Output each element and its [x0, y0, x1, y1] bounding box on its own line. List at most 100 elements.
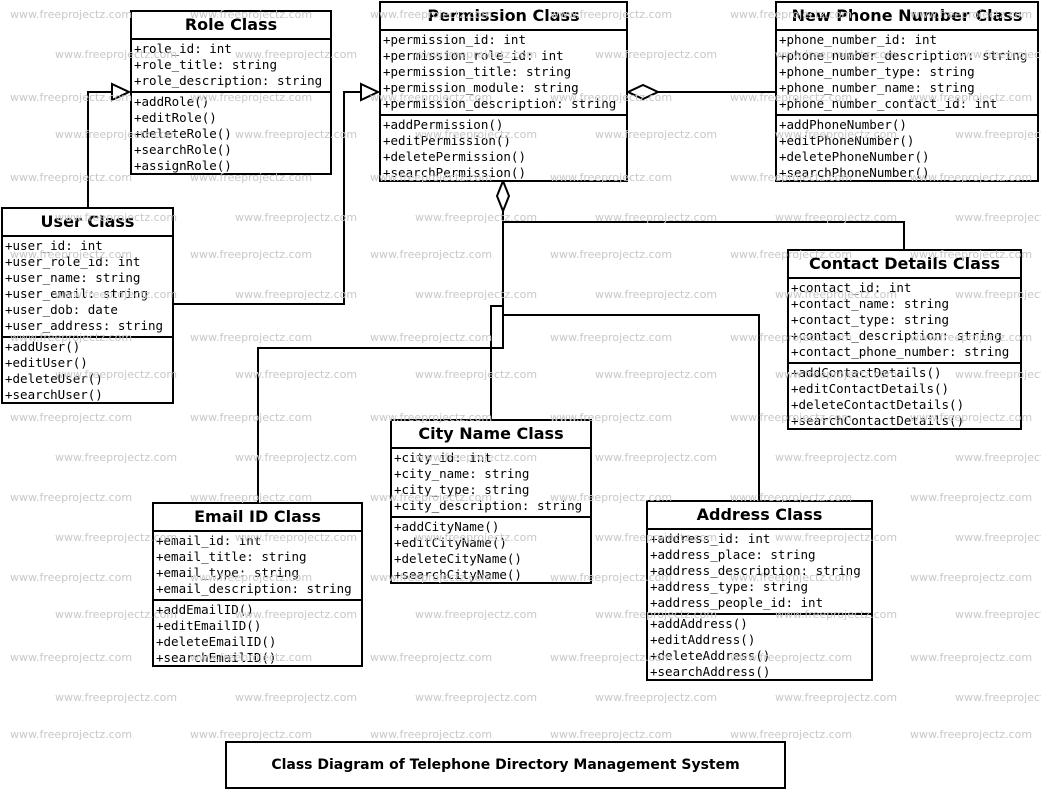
attribute: +user_email: string	[5, 286, 148, 301]
operation: +editUser()	[5, 355, 88, 370]
email-id-class-attributes: +email_id: int +email_title: string +ema…	[154, 532, 361, 599]
operation: +deleteEmailID()	[156, 634, 277, 649]
operation: +searchUser()	[5, 387, 103, 402]
connector-junction-box	[490, 305, 504, 349]
attribute: +email_type: string	[156, 565, 299, 580]
email-id-class-title: Email ID Class	[154, 504, 361, 532]
operation: +searchRole()	[134, 142, 232, 157]
operation: +deleteUser()	[5, 371, 103, 386]
operation: +addAddress()	[650, 616, 748, 631]
city-name-class-box: City Name Class +city_id: int +city_name…	[390, 419, 592, 584]
attribute: +city_id: int	[394, 450, 492, 465]
operation: +searchCityName()	[394, 567, 522, 582]
operation: +addUser()	[5, 339, 81, 354]
attribute: +user_name: string	[5, 270, 141, 285]
operation: +editPhoneNumber()	[779, 133, 915, 148]
operation: +searchContactDetails()	[791, 413, 965, 428]
address-class-operations: +addAddress() +editAddress() +deleteAddr…	[648, 613, 871, 682]
operation: +addRole()	[134, 94, 210, 109]
address-class-box: Address Class +address_id: int +address_…	[646, 500, 873, 681]
operation: +deleteRole()	[134, 126, 232, 141]
attribute: +permission_module: string	[383, 80, 579, 95]
attribute: +phone_number_name: string	[779, 80, 975, 95]
operation: +editRole()	[134, 110, 217, 125]
operation: +deleteAddress()	[650, 648, 771, 663]
generalization-arrow-role	[111, 82, 132, 102]
permission-class-title: Permission Class	[381, 3, 626, 31]
operation: +addEmailID()	[156, 602, 254, 617]
role-class-title: Role Class	[132, 12, 330, 40]
attribute: +user_address: string	[5, 318, 164, 333]
user-class-box: User Class +user_id: int +user_role_id: …	[1, 207, 174, 404]
connector-contact-permission	[503, 221, 905, 249]
attribute: +contact_description: string	[791, 328, 1002, 343]
attribute: +role_id: int	[134, 41, 232, 56]
operation: +deleteContactDetails()	[791, 397, 965, 412]
operation: +addPermission()	[383, 117, 504, 132]
phone-number-class-box: New Phone Number Class +phone_number_id:…	[775, 1, 1039, 182]
attribute: +address_id: int	[650, 531, 771, 546]
attribute: +address_description: string	[650, 563, 861, 578]
operation: +searchEmailID()	[156, 650, 277, 665]
operation: +addContactDetails()	[791, 365, 942, 380]
attribute: +user_role_id: int	[5, 254, 141, 269]
attribute: +phone_number_contact_id: int	[779, 96, 998, 111]
operation: +searchPermission()	[383, 165, 526, 180]
operation: +editEmailID()	[156, 618, 262, 633]
city-name-class-operations: +addCityName() +editCityName() +deleteCi…	[392, 516, 590, 585]
attribute: +permission_title: string	[383, 64, 572, 79]
email-id-class-operations: +addEmailID() +editEmailID() +deleteEmai…	[154, 599, 361, 668]
contact-details-class-box: Contact Details Class +contact_id: int +…	[787, 249, 1022, 430]
role-class-box: Role Class +role_id: int +role_title: st…	[130, 10, 332, 175]
email-id-class-box: Email ID Class +email_id: int +email_tit…	[152, 502, 363, 667]
attribute: +contact_phone_number: string	[791, 344, 1010, 359]
attribute: +phone_number_id: int	[779, 32, 938, 47]
city-name-class-title: City Name Class	[392, 421, 590, 449]
attribute: +email_description: string	[156, 581, 352, 596]
phone-number-class-attributes: +phone_number_id: int +phone_number_desc…	[777, 31, 1037, 114]
operation: +searchPhoneNumber()	[779, 165, 930, 180]
connector-user-permission	[174, 91, 361, 305]
attribute: +permission_description: string	[383, 96, 617, 111]
attribute: +contact_id: int	[791, 280, 912, 295]
connector-user-role	[87, 91, 112, 207]
contact-details-class-title: Contact Details Class	[789, 251, 1020, 279]
permission-class-box: Permission Class +permission_id: int +pe…	[379, 1, 628, 182]
attribute: +city_name: string	[394, 466, 530, 481]
attribute: +contact_type: string	[791, 312, 950, 327]
attribute: +address_place: string	[650, 547, 816, 562]
attribute: +permission_role_id: int	[383, 48, 564, 63]
permission-class-attributes: +permission_id: int +permission_role_id:…	[381, 31, 626, 114]
aggregation-diamond-permission	[495, 178, 511, 214]
role-class-attributes: +role_id: int +role_title: string +role_…	[132, 40, 330, 91]
operation: +editPermission()	[383, 133, 511, 148]
attribute: +city_type: string	[394, 482, 530, 497]
diagram-caption: Class Diagram of Telephone Directory Man…	[225, 741, 786, 789]
operation: +addPhoneNumber()	[779, 117, 907, 132]
connector-email-permission	[257, 347, 503, 502]
operation: +deleteCityName()	[394, 551, 522, 566]
attribute: +contact_name: string	[791, 296, 950, 311]
address-class-title: Address Class	[648, 502, 871, 530]
attribute: +user_id: int	[5, 238, 103, 253]
attribute: +email_title: string	[156, 549, 307, 564]
operation: +editContactDetails()	[791, 381, 950, 396]
attribute: +phone_number_description: string	[779, 48, 1028, 63]
attribute: +phone_number_type: string	[779, 64, 975, 79]
city-name-class-attributes: +city_id: int +city_name: string +city_t…	[392, 449, 590, 516]
operation: +deletePermission()	[383, 149, 526, 164]
attribute: +user_dob: date	[5, 302, 118, 317]
operation: +addCityName()	[394, 519, 500, 534]
role-class-operations: +addRole() +editRole() +deleteRole() +se…	[132, 91, 330, 176]
phone-number-class-title: New Phone Number Class	[777, 3, 1037, 31]
attribute: +address_people_id: int	[650, 595, 824, 610]
operation: +deletePhoneNumber()	[779, 149, 930, 164]
attribute: +permission_id: int	[383, 32, 526, 47]
phone-number-class-operations: +addPhoneNumber() +editPhoneNumber() +de…	[777, 114, 1037, 183]
user-class-title: User Class	[3, 209, 172, 237]
operation: +searchAddress()	[650, 664, 771, 679]
connector-address-permission	[503, 314, 760, 500]
aggregation-diamond-phone	[625, 83, 661, 101]
attribute: +city_description: string	[394, 498, 583, 513]
